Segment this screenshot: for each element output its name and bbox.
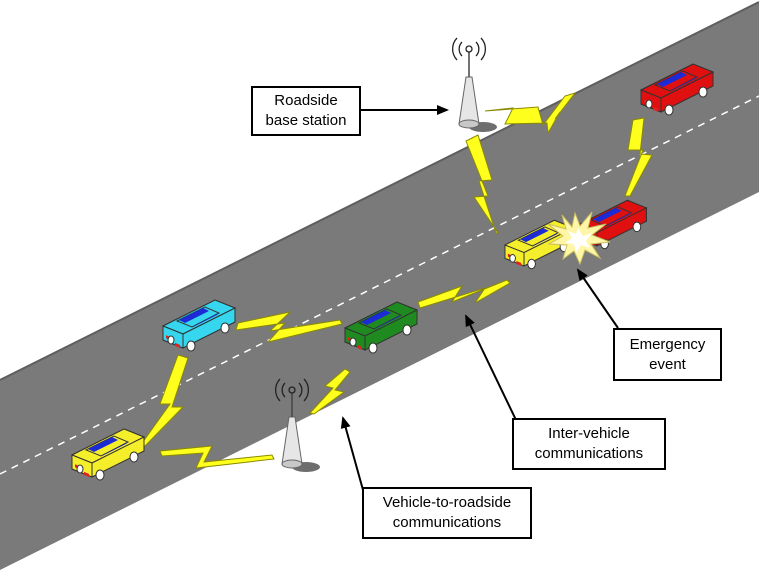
lightning-bolt-icon xyxy=(309,368,351,415)
label-line: Roadside xyxy=(274,92,338,109)
vehicles xyxy=(70,63,715,481)
car-icon xyxy=(70,428,146,481)
label-roadside-base-station: Roadside base station xyxy=(251,86,361,136)
links xyxy=(139,92,653,469)
car-icon xyxy=(161,299,237,352)
lightning-bolt-icon xyxy=(417,279,511,309)
label-inter-vehicle-communications: Inter-vehicle communications xyxy=(512,418,666,470)
label-line: communications xyxy=(534,445,644,462)
arrow-icon xyxy=(340,416,364,491)
label-line: base station xyxy=(265,112,347,129)
car-icon xyxy=(343,301,419,354)
antenna-tower-icon xyxy=(451,37,497,132)
label-line: Vehicle-to-roadside xyxy=(382,494,512,511)
car-icon xyxy=(639,63,715,116)
lightning-bolt-icon xyxy=(235,311,343,343)
road-edge-top xyxy=(0,1,759,381)
label-line: Inter-vehicle xyxy=(548,425,630,442)
label-line: event xyxy=(649,355,686,373)
arrow-icon xyxy=(465,314,517,421)
lightning-bolt-icon xyxy=(484,92,577,135)
crash-explosion-icon xyxy=(547,211,611,266)
label-vehicle-to-roadside-communications: Vehicle-to-roadside communications xyxy=(362,487,532,539)
lightning-bolt-icon xyxy=(624,117,653,197)
label-line: Emergency xyxy=(629,335,706,353)
arrow-icon xyxy=(576,268,619,329)
antenna-tower-icon xyxy=(274,378,320,472)
lightning-bolt-icon xyxy=(465,134,499,234)
label-line: communications xyxy=(392,514,502,531)
callout-arrows xyxy=(340,105,619,491)
lane-divider xyxy=(0,95,759,475)
lightning-bolt-icon xyxy=(159,445,275,469)
label-emergency-event: Emergency event xyxy=(613,328,722,381)
